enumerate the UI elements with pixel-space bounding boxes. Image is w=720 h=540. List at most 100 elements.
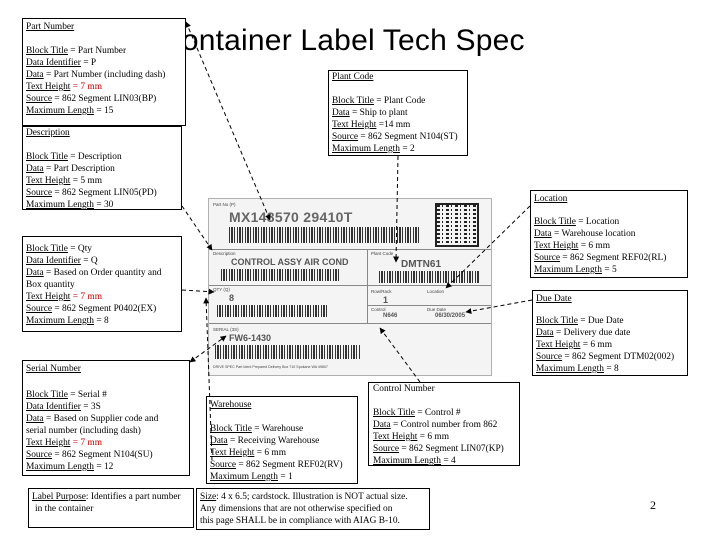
qty-arrow	[181, 288, 215, 295]
label-purpose-line1: Label Purpose: Identifies a part number	[32, 492, 181, 502]
spec-line: Maximum Length = 15	[26, 106, 114, 116]
control-arrow	[379, 327, 421, 383]
qty-box: Block Title = Qty Data Identifier = Q Da…	[22, 236, 182, 332]
spec-line: Maximum Length = 8	[26, 316, 109, 326]
spec-line: Data = Based on Supplier code and	[26, 414, 159, 424]
qty-barcode	[217, 305, 327, 317]
spec-line: Maximum Length = 2	[332, 144, 415, 154]
location-lines: Block Title = Location Data = Warehouse …	[534, 216, 666, 276]
spec-line: Text Height = 5 mm	[26, 176, 102, 186]
serial-heading: Serial Number	[26, 364, 81, 374]
spec-line: Text Height = 6 mm	[210, 448, 286, 458]
container-label-sample: Part No (P) MX148570 29410T Description …	[208, 198, 492, 376]
description-box: Description Block Title = Description Da…	[22, 126, 182, 210]
location-arrow	[445, 205, 531, 289]
serial-lines: Block Title = Serial # Data Identifier =…	[26, 389, 158, 473]
spec-line: Block Title = Due Date	[536, 316, 624, 326]
label-serial-title: SERIAL (3S)	[213, 327, 239, 332]
page-number: 2	[650, 498, 656, 512]
label-divider	[209, 249, 491, 250]
label-loc-title: Location	[427, 289, 445, 294]
description-arrow	[181, 205, 213, 251]
spec-line: Box quantity	[26, 280, 75, 290]
location-heading: Location	[534, 194, 568, 204]
description-heading: Description	[26, 128, 70, 138]
spec-line: Text Height =14 mm	[332, 120, 411, 130]
spec-line: Data Identifier = Q	[26, 256, 98, 266]
spec-line: Text Height = 6 mm	[536, 340, 612, 350]
spec-line: Data = Part Number (including dash)	[26, 70, 166, 80]
label-plant-title: Plant Code	[371, 251, 394, 256]
label-divider	[367, 305, 491, 306]
spec-line: Source = 862 Segment REF02(RL)	[534, 253, 667, 263]
spec-line: Source = 862 Segment N104(ST)	[332, 132, 458, 142]
spec-line: Source = 862 Segment LIN07(KP)	[373, 444, 504, 454]
warehouse-box: Warehouse Block Title = Warehouse Data =…	[206, 396, 358, 484]
label-purpose-line2: in the container	[35, 504, 94, 514]
label-plant-value: DMTN61	[401, 259, 442, 270]
label-divider	[367, 249, 368, 285]
plant-code-box: Plant Code Block Title = Plant Code Data…	[328, 70, 468, 156]
due-date-lines: Block Title = Due Date Data = Delivery d…	[536, 315, 674, 375]
plant-code-heading: Plant Code	[332, 72, 374, 82]
due-date-arrow	[465, 299, 533, 314]
warehouse-arrow	[203, 297, 213, 461]
spec-line: serial number (including dash)	[26, 426, 141, 436]
label-divider	[209, 285, 491, 286]
label-control-value: N646	[383, 313, 398, 319]
serial-barcode	[215, 345, 361, 359]
control-number-lines: Block Title = Control # Data = Control n…	[373, 407, 504, 467]
size-note-line1: Size: 4 x 6.5; cardstock. Illustration i…	[200, 492, 408, 502]
spec-line: Data = Delivery due date	[536, 328, 631, 338]
description-lines: Block Title = Description Data = Part De…	[26, 151, 157, 211]
spec-line: Block Title = Location	[534, 217, 620, 227]
control-number-box: Control Number Block Title = Control # D…	[368, 382, 520, 466]
size-note-box: Size: 4 x 6.5; cardstock. Illustration i…	[196, 488, 430, 530]
label-row-value: 1	[383, 295, 389, 305]
desc-barcode	[221, 269, 341, 281]
part-number-lines: Block Title = Part Number Data Identifie…	[26, 45, 165, 117]
part-number-box: Part Number Block Title = Part Number Da…	[22, 18, 186, 126]
spec-line: Data = Ship to plant	[332, 108, 408, 118]
plant-code-arrow	[393, 155, 400, 263]
part-barcode	[229, 227, 419, 243]
spec-line: Source = 862 Segment DTM02(002)	[536, 352, 675, 362]
spec-line: Text Height = 6 mm	[534, 241, 610, 251]
label-desc-title: Description	[213, 251, 236, 256]
label-footer: DRIVE SPEC Part Ident Prepared Delivery …	[213, 365, 328, 369]
label-row-title: Row/Rack	[371, 289, 392, 294]
spec-line: Maximum Length = 4	[373, 456, 456, 466]
spec-line: Data = Part Description	[26, 164, 115, 174]
spec-line: Text Height = 6 mm	[373, 432, 449, 442]
spec-line: Source = 862 Segment N104(SU)	[26, 450, 153, 460]
serial-number-box: Serial Number Block Title = Serial # Dat…	[22, 360, 190, 476]
part-number-heading: Part Number	[26, 22, 75, 32]
size-note-line3: this page SHALL be in compliance with AI…	[200, 516, 400, 526]
spec-line: Data Identifier = 3S	[26, 402, 101, 412]
label-due-title: Due Date	[427, 307, 447, 312]
qr-code-icon	[435, 203, 479, 247]
due-date-box: Due Date Block Title = Due Date Data = D…	[532, 290, 688, 376]
spec-line: Block Title = Control #	[373, 408, 461, 418]
spec-line: Source = 862 Segment LIN03(BP)	[26, 94, 157, 104]
label-divider	[367, 285, 368, 323]
spec-line: Maximum Length = 12	[26, 462, 114, 472]
due-date-heading: Due Date	[536, 294, 572, 304]
warehouse-lines: Block Title = Warehouse Data = Receiving…	[210, 423, 343, 483]
control-number-heading: Control Number	[373, 384, 435, 394]
spec-line: Data = Based on Order quantity and	[26, 268, 162, 278]
warehouse-heading: Warehouse	[210, 400, 252, 410]
spec-line: Data Identifier = P	[26, 58, 97, 68]
spec-line: Maximum Length = 1	[210, 472, 293, 482]
spec-line: Block Title = Plant Code	[332, 96, 426, 106]
label-purpose-box: Label Purpose: Identifies a part number …	[28, 488, 194, 528]
location-box: Location Block Title = Location Data = W…	[530, 190, 688, 278]
label-control-title: Control	[371, 307, 386, 312]
spec-line: Maximum Length = 30	[26, 200, 114, 210]
plant-code-lines: Block Title = Plant Code Data = Ship to …	[332, 95, 458, 155]
spec-line: Block Title = Serial #	[26, 390, 107, 400]
spec-line: Source = 862 Segment LIN05(PD)	[26, 188, 157, 198]
spec-line: Text Height = 7 mm	[26, 438, 102, 448]
spec-line: Data = Receiving Warehouse	[210, 436, 320, 446]
